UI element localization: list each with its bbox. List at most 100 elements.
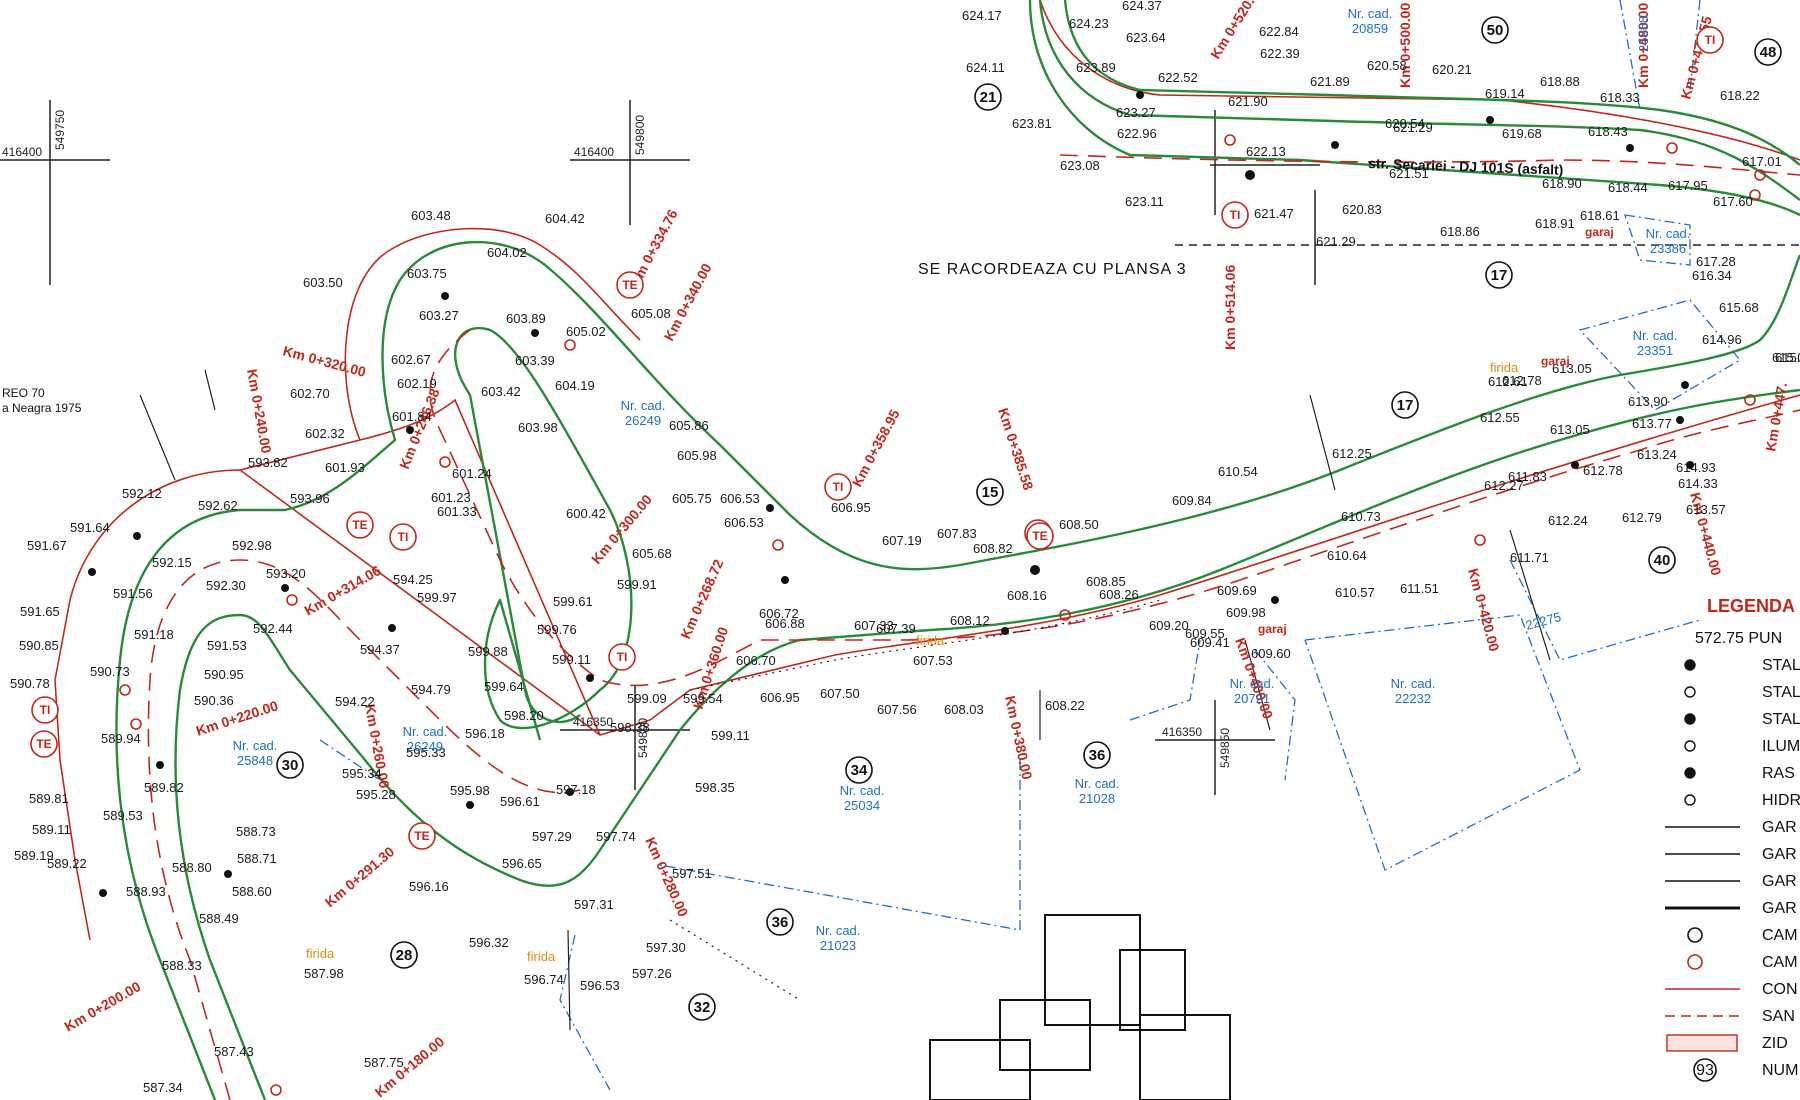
cadastral-number: 23386 <box>1650 241 1686 256</box>
elevation-label: 618.44 <box>1608 180 1648 195</box>
cadastral-prefix: Nr. cad. <box>1348 6 1393 21</box>
coord-label: 549850 <box>1218 728 1232 768</box>
legend-item: GAR <box>1762 819 1797 836</box>
elevation-label: 608.22 <box>1045 698 1085 713</box>
km-label: Km 0+246.38 <box>396 386 443 471</box>
elevation-label: 618.90 <box>1542 176 1582 191</box>
cadastral-prefix: Nr. cad. <box>1633 328 1678 343</box>
legend-item: 572.75 PUN <box>1695 630 1782 647</box>
elevation-label: 596.16 <box>409 879 449 894</box>
elevation-label: 591.53 <box>207 638 247 653</box>
stake-marker-label: TI <box>1705 33 1716 47</box>
stake-marker-label: TI <box>398 530 409 544</box>
elevation-label: 607.33 <box>854 618 894 633</box>
elevation-label: 620.83 <box>1342 202 1382 217</box>
elevation-label: 623.81 <box>1012 116 1052 131</box>
elevation-label: 590.85 <box>19 638 59 653</box>
elevation-label: 605.08 <box>631 306 671 321</box>
elevation-label: 621.29 <box>1393 120 1433 135</box>
km-label: Km 0+314.06 <box>302 562 384 619</box>
elevation-label: 618.33 <box>1600 90 1640 105</box>
elevation-label: 620.54 <box>1385 116 1425 131</box>
elevation-label: 609.20 <box>1149 618 1189 633</box>
elevation-label: 610.73 <box>1341 509 1381 524</box>
elevation-label: 603.75 <box>407 266 447 281</box>
elevation-label: 596.32 <box>469 935 509 950</box>
elevation-label: 610.57 <box>1335 585 1375 600</box>
stake-markers: TETITETITITETITETITETETI <box>30 26 1724 850</box>
fence-lines <box>669 599 1161 1001</box>
parcel-circle <box>976 478 1004 506</box>
legend-symbol <box>1693 1058 1717 1082</box>
cadastral-number: 25958 <box>1636 16 1651 52</box>
legend-item: SAN <box>1762 1008 1795 1025</box>
elevation-label: 623.11 <box>1125 194 1164 209</box>
stake-marker-circle <box>389 523 417 551</box>
elevation-label: 588.71 <box>237 851 277 866</box>
legend-item: STAL <box>1762 657 1800 674</box>
legend-item: HIDR <box>1762 792 1800 809</box>
elevation-label: 596.61 <box>500 794 540 809</box>
coord-label: 416400 <box>2 145 42 159</box>
elevation-label: 610.64 <box>1327 548 1367 563</box>
stake-marker-label: TI <box>833 480 844 494</box>
elevation-label: 605.68 <box>632 546 672 561</box>
legend-item: GAR <box>1762 900 1797 917</box>
legend-symbol <box>1687 927 1703 943</box>
reference-line-1: REO 70 <box>2 386 45 400</box>
elevation-label: 595.98 <box>450 783 490 798</box>
elevation-label: 595.28 <box>356 787 396 802</box>
coordinate-labels: 416400 549750 416400 549800 416350 54980… <box>2 110 1232 768</box>
stake-marker-label: TE <box>352 518 367 532</box>
parcel-circle <box>688 993 716 1021</box>
elevation-label: 623.08 <box>1060 158 1100 173</box>
legend-item: CAM <box>1762 927 1798 944</box>
parcel-circle <box>1391 391 1419 419</box>
parcel-number: 48 <box>1760 44 1777 61</box>
elevation-label: 621.90 <box>1228 94 1268 109</box>
km-label: Km 0+240.00 <box>244 368 275 455</box>
elevation-label: 612.24 <box>1548 513 1588 528</box>
elevation-label: 612.79 <box>1622 510 1662 525</box>
elevation-label: 606.72 <box>759 606 799 621</box>
elevation-label: 598.38 <box>610 720 650 735</box>
elevation-label: 597.26 <box>632 966 672 981</box>
stake-marker-label: TE <box>36 737 51 751</box>
elevation-label: 602.70 <box>290 386 330 401</box>
cadastral-boundaries <box>319 0 1741 1091</box>
legend-title: LEGENDA <box>1707 596 1795 616</box>
elevation-label: 597.74 <box>596 829 636 844</box>
coord-label: 416350 <box>1162 725 1202 739</box>
elevation-label: 609.60 <box>1251 646 1291 661</box>
elevation-label: 588.33 <box>162 958 202 973</box>
elevation-label: 592.62 <box>198 498 238 513</box>
coord-label: 549750 <box>53 110 67 150</box>
elevation-label: 591.18 <box>134 627 174 642</box>
cadastral-number: 21028 <box>1079 791 1115 806</box>
elevation-label: 607.50 <box>820 686 860 701</box>
elevation-label: 604.02 <box>487 245 527 260</box>
elevation-label: 589.94 <box>101 731 141 746</box>
km-label: Km 0+200.00 <box>62 978 144 1035</box>
km-label: Km 0+480.00 <box>1635 3 1651 88</box>
elevation-label: 607.56 <box>877 702 917 717</box>
cadastral-number: 25848 <box>237 753 273 768</box>
cadastral-number: 20859 <box>1352 21 1388 36</box>
elevation-label: 624.37 <box>1122 0 1162 13</box>
cadastral-prefix: Nr. cad. <box>1075 776 1120 791</box>
elevation-label: 601.93 <box>325 460 365 475</box>
elevation-label: 609.84 <box>1172 493 1212 508</box>
elevation-label: 613.77 <box>1632 416 1672 431</box>
stake-marker-label: TI <box>40 703 51 717</box>
elevation-label: 619.68 <box>1502 126 1542 141</box>
cadastral-prefix: Nr. cad. <box>1391 676 1436 691</box>
legend-item: ILUM <box>1762 738 1800 755</box>
elevation-label: 610.54 <box>1218 464 1258 479</box>
elevation-label: 617.95 <box>1668 178 1708 193</box>
elevation-label: 612.78 <box>1502 373 1542 388</box>
elevation-label: 602.32 <box>305 426 345 441</box>
elevation-label: 590.95 <box>204 667 244 682</box>
cadastral-prefix: Nr. cad. <box>1230 676 1275 691</box>
elevation-label: 599.11 <box>711 728 750 743</box>
